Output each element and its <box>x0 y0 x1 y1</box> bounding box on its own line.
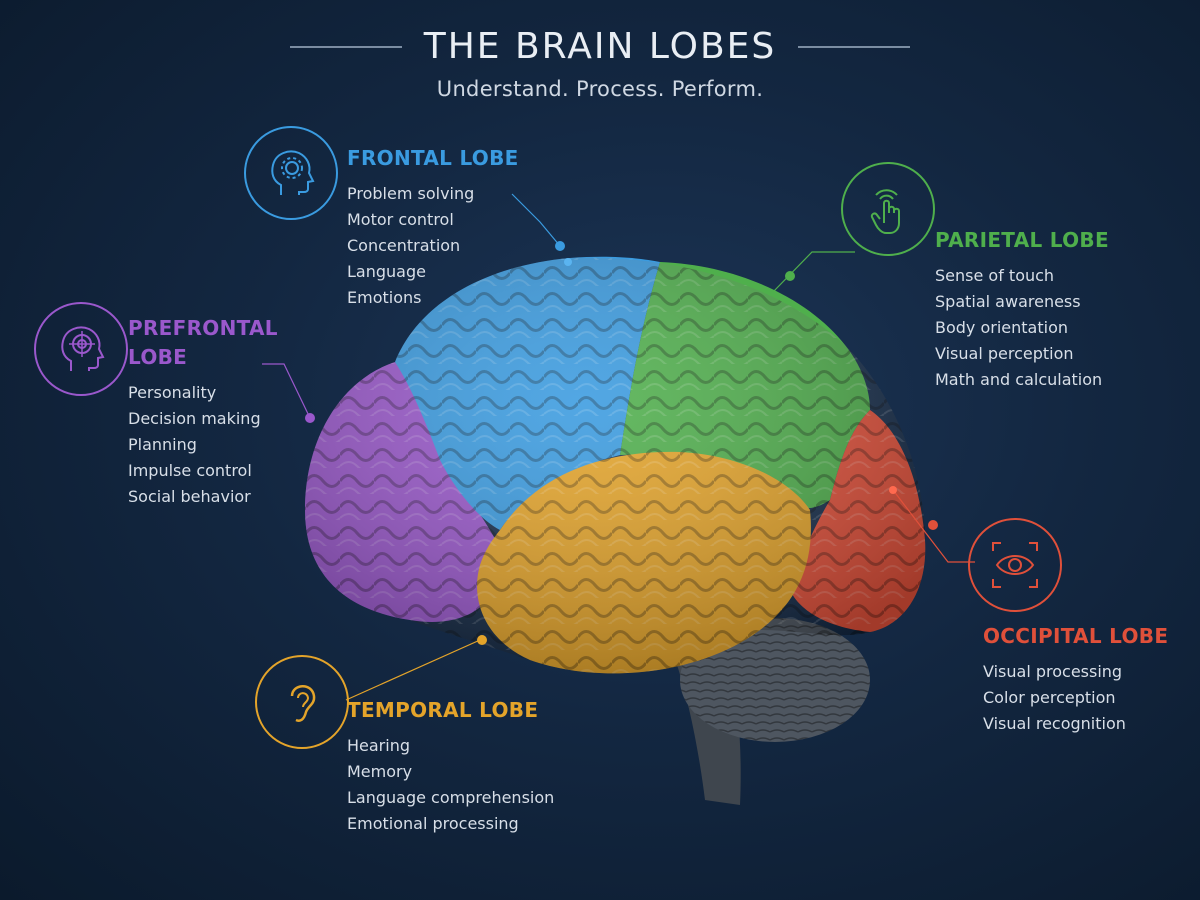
page-title: THE BRAIN LOBES <box>423 26 777 67</box>
parietal-functions: Sense of touch Spatial awareness Body or… <box>935 263 1109 393</box>
connector-frontal <box>511 193 572 266</box>
touch-hand-icon <box>870 189 900 234</box>
list-item: Hearing <box>347 736 410 755</box>
occipital-title: OCCIPITAL LOBE <box>983 624 1169 648</box>
frontal-functions: Problem solving Motor control Concentrat… <box>347 181 519 311</box>
list-item: Impulse control <box>128 461 252 480</box>
list-item: Body orientation <box>935 318 1068 337</box>
connector-prefrontal <box>262 363 315 423</box>
connector-occipital <box>889 486 975 563</box>
list-item: Visual processing <box>983 662 1123 681</box>
frontal-lobe-info: FRONTAL LOBE Problem solving Motor contr… <box>347 144 519 311</box>
list-item: Social behavior <box>128 487 251 506</box>
occipital-functions: Visual processing Color perception Visua… <box>983 659 1168 737</box>
head-gear-icon <box>271 150 315 195</box>
prefrontal-title-line2: LOBE <box>128 345 188 369</box>
title-rule-right <box>798 45 911 48</box>
occipital-icon-circle <box>968 518 1062 612</box>
prefrontal-title-line1: PREFRONTAL <box>128 316 278 340</box>
list-item: Color perception <box>983 688 1116 707</box>
occipital-lobe-info: OCCIPITAL LOBE Visual processing Color p… <box>983 622 1168 737</box>
list-item: Planning <box>128 435 197 454</box>
frontal-icon-circle <box>244 126 338 220</box>
list-item: Visual perception <box>935 344 1074 363</box>
list-item: Emotional processing <box>347 814 519 833</box>
list-item: Motor control <box>347 210 454 229</box>
page-subtitle: Understand. Process. Perform. <box>436 77 764 101</box>
header: THE BRAIN LOBES Understand. Process. Per… <box>0 26 1200 101</box>
head-target-icon <box>61 326 105 371</box>
prefrontal-functions: Personality Decision making Planning Imp… <box>128 380 278 510</box>
temporal-lobe-info: TEMPORAL LOBE Hearing Memory Language co… <box>347 696 554 837</box>
ear-icon <box>290 685 316 722</box>
temporal-title: TEMPORAL LOBE <box>347 698 539 722</box>
list-item: Language comprehension <box>347 788 555 807</box>
list-item: Emotions <box>347 288 422 307</box>
temporal-icon-circle <box>255 655 349 749</box>
frontal-title: FRONTAL LOBE <box>347 146 519 170</box>
prefrontal-lobe-info: PREFRONTAL LOBE Personality Decision mak… <box>128 314 278 510</box>
prefrontal-icon-circle <box>34 302 128 396</box>
parietal-lobe-info: PARIETAL LOBE Sense of touch Spatial awa… <box>935 226 1109 393</box>
temporal-functions: Hearing Memory Language comprehension Em… <box>347 733 554 837</box>
list-item: Visual recognition <box>983 714 1126 733</box>
parietal-title: PARIETAL LOBE <box>935 228 1109 252</box>
list-item: Math and calculation <box>935 370 1103 389</box>
parietal-icon-circle <box>841 162 935 256</box>
list-item: Concentration <box>347 236 461 255</box>
list-item: Spatial awareness <box>935 292 1081 311</box>
list-item: Language <box>347 262 426 281</box>
list-item: Sense of touch <box>935 266 1055 285</box>
list-item: Decision making <box>128 409 261 428</box>
title-rule-left <box>289 45 402 48</box>
connector-parietal <box>772 251 855 293</box>
list-item: Personality <box>128 383 217 402</box>
eye-icon <box>992 542 1038 588</box>
list-item: Memory <box>347 762 413 781</box>
list-item: Problem solving <box>347 184 475 203</box>
connector-temporal <box>345 635 487 701</box>
